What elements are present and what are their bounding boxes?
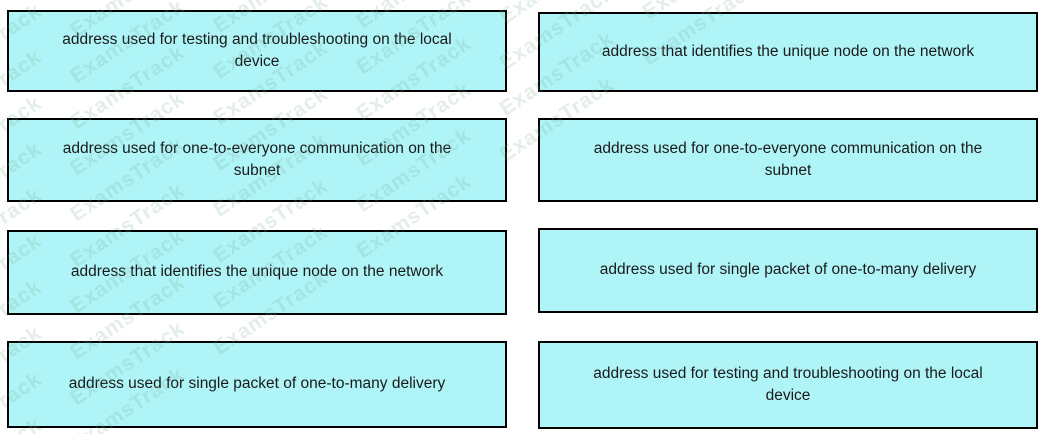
option-box-left-1[interactable]: address used for testing and troubleshoo… [7,10,507,92]
option-box-right-2[interactable]: address used for one-to-everyone communi… [538,118,1038,202]
option-label: address used for single packet of one-to… [599,261,977,279]
option-box-right-3[interactable]: address used for single packet of one-to… [538,228,1038,313]
option-label: address used for one-to-everyone communi… [593,139,983,179]
option-box-right-4[interactable]: address used for testing and troubleshoo… [538,341,1038,429]
option-label: address used for testing and troubleshoo… [593,364,983,404]
option-label: address that identifies the unique node … [601,42,975,60]
option-box-left-4[interactable]: address used for single packet of one-to… [7,341,507,428]
option-label: address used for single packet of one-to… [68,375,446,393]
option-label: address used for one-to-everyone communi… [62,139,452,179]
option-box-left-3[interactable]: address that identifies the unique node … [7,230,507,315]
option-box-left-2[interactable]: address used for one-to-everyone communi… [7,118,507,202]
option-label: address that identifies the unique node … [70,263,444,281]
option-box-right-1[interactable]: address that identifies the unique node … [538,12,1038,92]
option-label: address used for testing and troubleshoo… [62,30,452,70]
